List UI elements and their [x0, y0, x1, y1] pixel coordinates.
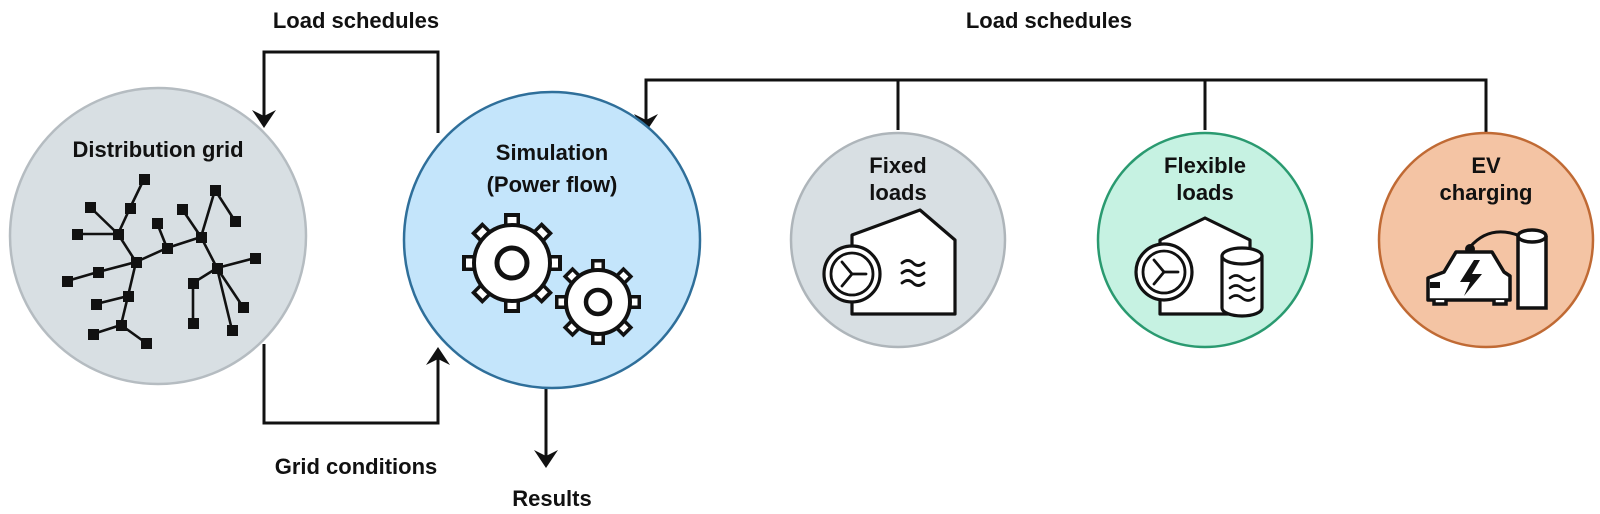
results-label: Results: [512, 486, 591, 511]
arrowhead-down-simulation: [634, 114, 658, 132]
network-graph-icon: [62, 174, 261, 349]
gears-icon: [462, 213, 641, 345]
grid-conditions-label: Grid conditions: [275, 454, 438, 479]
load-schedules-right-label: Load schedules: [966, 8, 1132, 33]
simulation-circle: [404, 92, 700, 388]
ev-charging-title-line1: EV: [1471, 153, 1501, 178]
load-schedules-right-bus: [644, 78, 1488, 140]
arrowhead-up-simulation: [426, 347, 450, 365]
heat-pump-storage-icon: [1134, 216, 1264, 318]
flexible-loads-title-line2: loads: [1176, 180, 1233, 205]
grid-conditions-connector: [262, 344, 440, 425]
fixed-loads-node: Fixed loads: [789, 131, 1007, 349]
distribution-grid-circle: [10, 88, 306, 384]
simulation-node: Simulation (Power flow): [402, 90, 702, 390]
ev-charger-icon: [1426, 228, 1548, 310]
ev-charging-node: EV charging: [1377, 131, 1595, 349]
load-schedules-left-connector: [262, 50, 440, 133]
ev-charging-title-line2: charging: [1440, 180, 1533, 205]
distribution-grid-title: Distribution grid: [72, 137, 243, 162]
arrowhead-down-results: [534, 450, 558, 468]
fixed-loads-title-line2: loads: [869, 180, 926, 205]
connectors: [252, 50, 1488, 468]
load-schedules-left-label: Load schedules: [273, 8, 439, 33]
flexible-loads-title-line1: Flexible: [1164, 153, 1246, 178]
simulation-title-line2: (Power flow): [487, 172, 618, 197]
arrowhead-down-grid: [252, 110, 276, 128]
distribution-grid-node: Distribution grid: [8, 86, 308, 386]
simulation-title-line1: Simulation: [496, 140, 608, 165]
heat-pump-house-icon: [822, 208, 957, 316]
fixed-loads-title-line1: Fixed: [869, 153, 926, 178]
flexible-loads-node: Flexible loads: [1096, 131, 1314, 349]
